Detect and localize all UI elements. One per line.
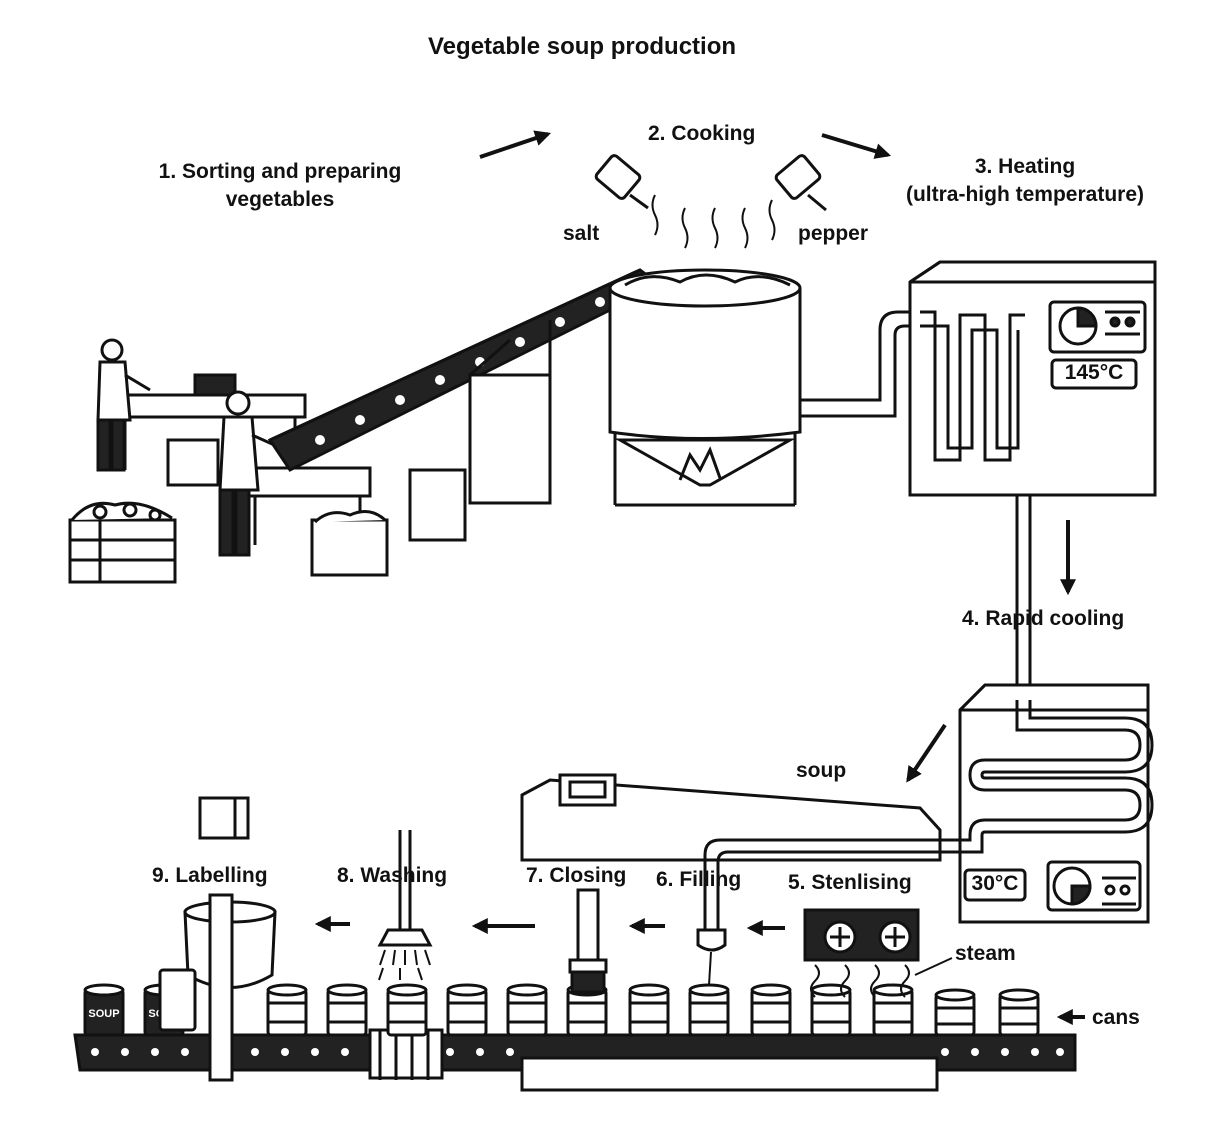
steam-pointer — [914, 957, 953, 976]
heater-unit — [908, 260, 1157, 700]
closing-press — [568, 888, 608, 994]
can — [446, 983, 488, 1037]
flow-arrows — [314, 130, 1085, 1025]
cans-label: cans — [1092, 1006, 1140, 1029]
step-4-label: 4. Rapid cooling — [962, 607, 1125, 630]
step-7-label: 7. Closing — [526, 864, 627, 887]
cooler-temp-readout: 30°C — [971, 872, 1019, 895]
can — [506, 983, 548, 1037]
step-3-label: 3. Heating (ultra-high temperature) — [893, 153, 1157, 210]
step-3-line2: (ultra-high temperature) — [905, 183, 1144, 207]
salt-label: salt — [563, 222, 600, 245]
step-5-label: 5. Stenlising — [788, 871, 912, 894]
can-row: SOUP SOUP — [83, 983, 1040, 1037]
washing-nozzle — [377, 830, 433, 981]
can — [386, 983, 428, 1037]
can — [998, 988, 1040, 1037]
can-label: SOUP — [88, 1008, 119, 1020]
cooler-unit — [940, 683, 1154, 924]
worker-back — [96, 338, 151, 472]
can — [934, 988, 976, 1037]
soup-label: soup — [796, 759, 847, 782]
pepper-shaker-icon — [774, 154, 827, 212]
sorting-table-front — [243, 466, 389, 577]
can-conveyor — [73, 1028, 1077, 1092]
can: SOUP — [83, 983, 125, 1037]
step-1-line1: 1. Sorting and preparing — [158, 160, 402, 183]
can — [628, 983, 670, 1037]
steam-label: steam — [955, 942, 1016, 965]
pepper-label: pepper — [798, 222, 869, 245]
step-6-label: 6. Filling — [656, 868, 742, 891]
soup-pipe-housing — [520, 773, 942, 930]
sterilising-unit — [803, 908, 920, 998]
can — [326, 983, 368, 1037]
heater-temp-readout: 145°C — [1064, 361, 1124, 384]
step-9-label: 9. Labelling — [152, 864, 268, 887]
filling-nozzle — [696, 928, 727, 986]
salt-shaker-icon — [594, 154, 649, 210]
step-1-label: 1. Sorting and preparing vegetables — [140, 158, 420, 215]
can — [266, 983, 308, 1037]
step-1-line2: vegetables — [225, 188, 335, 212]
sorting-station — [68, 268, 663, 584]
pipe-pot-to-heater — [800, 310, 920, 418]
page-title: Vegetable soup production — [428, 33, 737, 60]
arrow-icon — [821, 133, 892, 159]
cooking-pot — [608, 194, 802, 507]
step-8-label: 8. Washing — [337, 864, 448, 887]
step-2-label: 2. Cooking — [648, 122, 756, 145]
cooler-temp-display — [963, 868, 1027, 902]
can — [688, 983, 730, 1037]
can — [872, 983, 914, 1037]
can — [750, 983, 792, 1037]
crate-stack — [68, 501, 177, 584]
arrow-icon — [906, 723, 947, 783]
conveyor-incline — [267, 268, 663, 542]
can — [810, 983, 852, 1037]
heater-temp-display — [1050, 358, 1138, 390]
labelling-machine — [158, 796, 277, 1082]
arrow-icon — [479, 130, 552, 159]
worker-front — [218, 390, 291, 557]
step-3-line1: 3. Heating — [974, 155, 1076, 178]
